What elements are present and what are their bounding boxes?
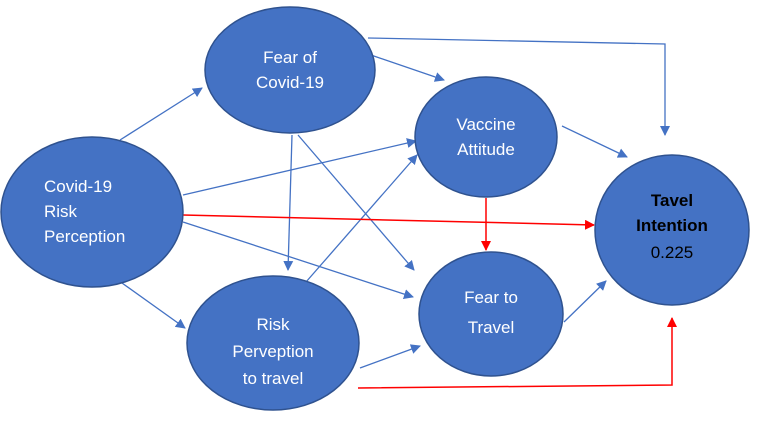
edge-fear-travel-to-intention: [563, 280, 607, 323]
node-vaccine-attitude: Vaccine Attitude: [414, 76, 558, 198]
node-covid-risk-line2: Risk: [44, 202, 78, 221]
node-covid-risk-line3: Perception: [44, 227, 125, 246]
node-intention-line2: Intention: [636, 216, 708, 235]
node-risk-travel-line1: Risk: [256, 315, 290, 334]
node-travel-intention: Tavel Intention 0.225: [594, 154, 750, 306]
edge-fear-covid-to-intention: [367, 37, 670, 136]
node-risk-travel-line3: to travel: [243, 369, 303, 388]
edge-risk-travel-to-vaccine: [305, 154, 418, 283]
edge-fear-covid-to-risk-travel: [283, 134, 294, 271]
edge-fear-covid-to-fear-travel: [297, 134, 415, 271]
edge-fear-covid-to-vaccine: [367, 53, 445, 82]
node-intention-line1: Tavel: [651, 191, 693, 210]
node-fear-to-travel: Fear to Travel: [418, 251, 564, 377]
edge-covid-to-intention: [182, 214, 595, 230]
edge-covid-to-risk-travel: [114, 277, 186, 329]
node-fear-covid-line1: Fear of: [263, 48, 317, 67]
node-covid-risk-perception: Covid-19 Risk Perception: [0, 136, 184, 288]
node-risk-travel-line2: Perveption: [232, 342, 313, 361]
node-covid-risk-line1: Covid-19: [44, 177, 112, 196]
node-risk-perception-travel: Risk Perveption to travel: [186, 275, 360, 411]
node-vaccine-line1: Vaccine: [456, 115, 515, 134]
node-fear-of-covid: Fear of Covid-19: [204, 6, 376, 134]
node-fear-travel-line2: Travel: [468, 318, 515, 337]
edge-covid-to-vaccine: [182, 138, 417, 196]
edge-covid-to-fear-covid: [119, 87, 203, 141]
edge-covid-to-fear-travel: [182, 221, 414, 299]
node-fear-covid-line2: Covid-19: [256, 73, 324, 92]
node-fear-travel-line1: Fear to: [464, 288, 518, 307]
edge-risk-travel-to-intention: [357, 317, 677, 389]
node-vaccine-line2: Attitude: [457, 140, 515, 159]
edge-risk-travel-to-fear-travel: [359, 344, 421, 369]
edge-vaccine-to-intention: [561, 125, 628, 158]
node-intention-r2-value: 0.225: [651, 243, 694, 262]
